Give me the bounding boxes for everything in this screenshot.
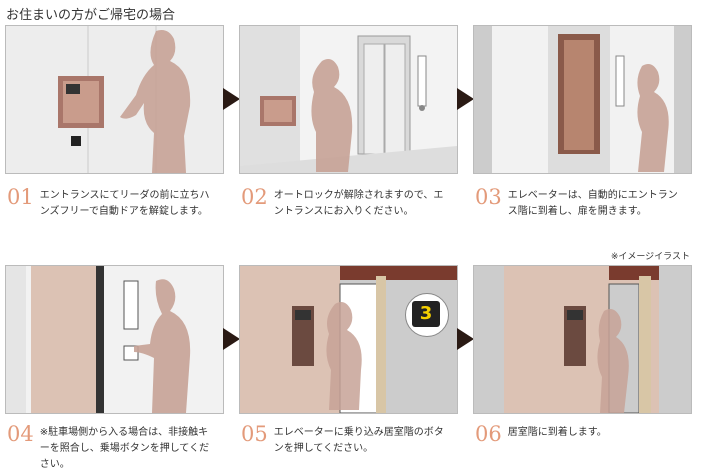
step-text: エントランスにてリーダの前に立ちハンズフリーで自動ドアを解錠します。 xyxy=(39,190,210,217)
step-6-illustration xyxy=(473,265,692,414)
step-number: 03 xyxy=(475,185,502,209)
arrow-icon xyxy=(457,328,474,350)
step-text: 居室階に到着します。 xyxy=(507,427,607,438)
step-number: 05 xyxy=(241,422,268,446)
step-5-illustration: 3 xyxy=(239,265,458,414)
step-4-illustration xyxy=(5,265,224,414)
step-text: エレベーターは、自動的にエントランス階に到着し、扉を開きます。 xyxy=(507,190,678,217)
step-text: エレベーターに乗り込み居室階のボタンを押してください。 xyxy=(273,427,444,454)
step-number: 06 xyxy=(475,422,502,446)
arrow-icon xyxy=(223,88,240,110)
step-number: 04 xyxy=(7,422,34,446)
step-text: オートロックが解除されますので、エントランスにお入りください。 xyxy=(273,190,444,217)
arrow-icon xyxy=(457,88,474,110)
arrow-icon xyxy=(223,328,240,350)
step-number: 02 xyxy=(241,185,268,209)
image-note: ※イメージイラスト xyxy=(610,252,690,262)
floor-button-badge: 3 xyxy=(412,301,440,327)
step-number: 01 xyxy=(7,185,34,209)
step-1-illustration xyxy=(5,25,224,174)
step-text: ※駐車場側から入る場合は、非接触キーを照合し、乗場ボタンを押してください。 xyxy=(39,427,210,470)
step-6-caption: 06 居室階に到着します。 xyxy=(475,423,680,445)
step-3-illustration xyxy=(473,25,692,174)
step-2-illustration xyxy=(239,25,458,174)
page-title: お住まいの方がご帰宅の場合 xyxy=(6,8,176,23)
step-4-caption: 04※駐車場側から入る場合は、非接触キーを照合し、乗場ボタンを押してください。 xyxy=(7,423,212,473)
